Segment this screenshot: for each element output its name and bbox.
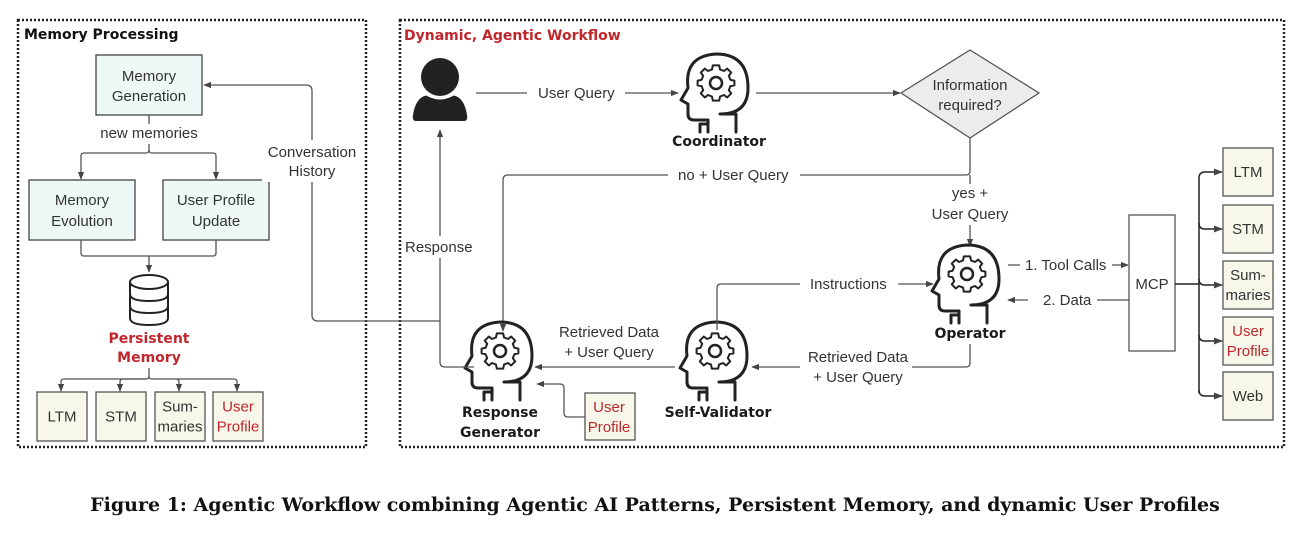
memory-generation-box	[95, 54, 203, 116]
memory-store-box	[95, 391, 147, 442]
tool-connector	[1198, 222, 1223, 233]
user-profile-update-label-1: User Profile	[177, 192, 255, 209]
memory-store-box	[36, 391, 88, 442]
memory-store-box	[212, 391, 264, 442]
tool-label: User	[1232, 323, 1264, 340]
memory-generation-label-1: Memory	[122, 68, 177, 85]
tool-label: maries	[1225, 287, 1270, 304]
tool-label: Sum-	[1230, 267, 1266, 284]
tool-connector	[1198, 278, 1223, 289]
memory-store-label: Profile	[217, 419, 260, 436]
retrieved-to-generator-label-2: + User Query	[564, 344, 654, 361]
generator-user-profile-label-2: Profile	[588, 419, 631, 436]
operator-label: Operator	[935, 326, 1006, 342]
tool-box	[1222, 147, 1274, 197]
coordinator-label: Coordinator	[672, 134, 766, 150]
retrieved-to-generator-label-1: Retrieved Data	[559, 324, 660, 341]
response-label: Response	[405, 239, 473, 256]
memory-evolution-label-1: Memory	[55, 192, 110, 209]
no-user-query-label: no + User Query	[678, 167, 789, 184]
decision-label-1: Information	[932, 77, 1007, 94]
memory-evolution-box	[28, 179, 136, 241]
figure-caption: Figure 1: Agentic Workflow combining Age…	[90, 494, 1220, 516]
user-query-label: User Query	[538, 85, 615, 102]
tool-box	[1222, 316, 1274, 366]
tool-box	[1222, 371, 1274, 421]
tool-box	[1222, 204, 1274, 254]
agentic-workflow-panel	[398, 18, 1286, 449]
memory-store-box	[154, 391, 206, 442]
persistent-memory-label-1: Persistent	[109, 331, 190, 347]
tool-label: Profile	[1227, 343, 1270, 360]
operator-agent-icon	[930, 243, 1001, 325]
memory-processing-panel	[16, 18, 368, 449]
response-generator-agent-icon	[463, 320, 534, 402]
tool-label: STM	[1232, 221, 1264, 238]
user-profile-update-label-2: Update	[192, 213, 240, 230]
agentic-workflow-title: Dynamic, Agentic Workflow	[404, 28, 621, 44]
data-label: 2. Data	[1043, 292, 1092, 309]
self-validator-label: Self-Validator	[665, 405, 772, 421]
new-memories-label: new memories	[100, 125, 198, 142]
generator-user-profile-box	[584, 392, 636, 441]
memory-store-label: User	[222, 399, 254, 416]
tool-label: LTM	[1234, 164, 1263, 181]
conversation-history-label-1: Conversation	[268, 144, 356, 161]
tool-label: Web	[1233, 388, 1264, 405]
memory-store-label: maries	[157, 419, 202, 436]
database-icon	[129, 274, 169, 327]
tool-connector	[1198, 389, 1223, 400]
yes-label-1: yes +	[952, 185, 989, 202]
persistent-memory-label-2: Memory	[117, 350, 181, 366]
memory-store-label: Sum-	[162, 399, 198, 416]
retrieved-to-validator-label-2: + User Query	[813, 369, 903, 386]
tool-calls-label: 1. Tool Calls	[1025, 257, 1106, 274]
memory-generation-label-2: Generation	[112, 88, 186, 105]
user-icon	[412, 58, 468, 121]
response-generator-label-2: Generator	[460, 425, 540, 441]
retrieved-to-validator-label-1: Retrieved Data	[808, 349, 909, 366]
generator-user-profile-label-1: User	[593, 399, 625, 416]
self-validator-agent-icon	[678, 320, 749, 402]
decision-label-2: required?	[938, 97, 1001, 114]
user-profile-update-box	[162, 179, 270, 241]
tool-connector	[1198, 334, 1223, 345]
coordinator-agent-icon	[679, 52, 750, 134]
response-generator-label-1: Response	[462, 405, 538, 421]
yes-label-2: User Query	[932, 206, 1009, 223]
memory-evolution-label-2: Evolution	[51, 213, 113, 230]
memory-store-label: LTM	[48, 409, 77, 426]
conversation-history-label-2: History	[289, 163, 336, 180]
instructions-label: Instructions	[810, 276, 887, 293]
memory-processing-title: Memory Processing	[24, 27, 179, 43]
mcp-box	[1128, 214, 1176, 352]
tool-box	[1222, 260, 1274, 310]
memory-store-label: STM	[105, 409, 137, 426]
mcp-label: MCP	[1135, 276, 1168, 293]
information-required-decision	[899, 49, 1041, 139]
